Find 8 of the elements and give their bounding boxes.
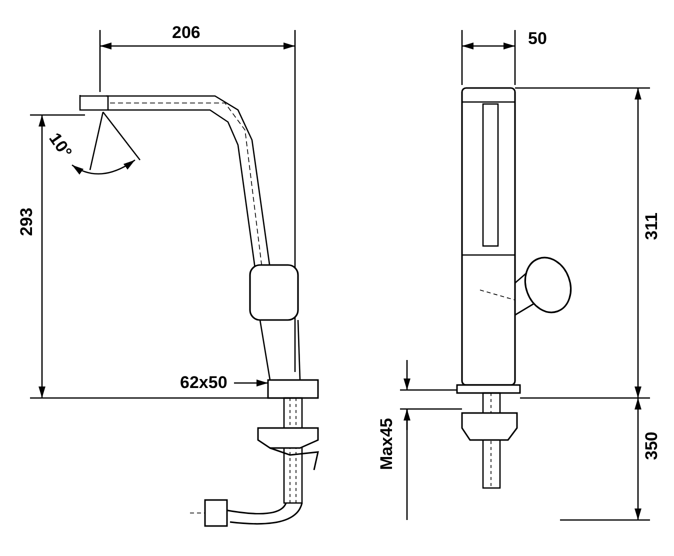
dimension-label: 10° — [46, 130, 75, 161]
dimension-label: 62x50 — [180, 374, 228, 391]
dimension-label: 50 — [528, 30, 547, 47]
dimension-label: 206 — [172, 24, 200, 41]
dimension-label: 311 — [643, 212, 660, 240]
dimension-label: 293 — [18, 208, 35, 236]
dimension-label: Max45 — [378, 418, 395, 470]
dimension-label: 350 — [643, 432, 660, 460]
